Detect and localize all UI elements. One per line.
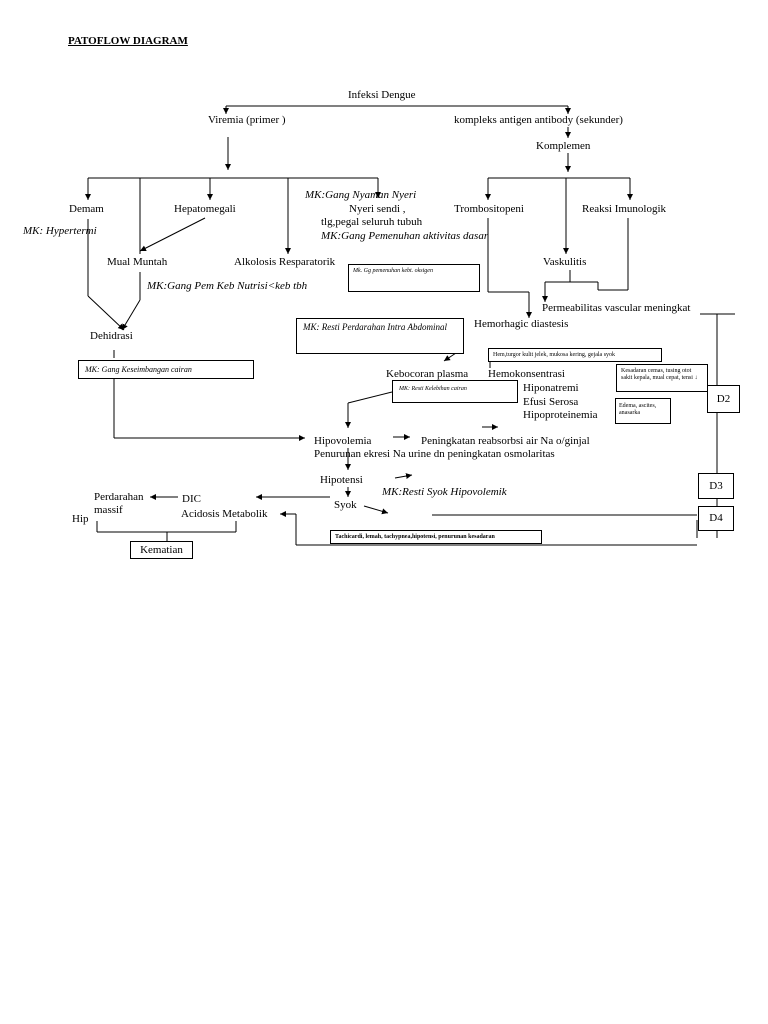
- mk-resti-kelebihan-cairan: MK: Resti Kelebihan cairan: [392, 380, 518, 403]
- node-viremia: Viremia (primer ): [208, 114, 286, 126]
- node-hiponatremi: Hiponatremi: [523, 382, 579, 394]
- day-d2: D2: [707, 385, 740, 413]
- node-kompleks-antigen: kompleks antigen antibody (sekunder): [454, 114, 623, 126]
- node-alkolosis: Alkolosis Resparatorik: [234, 256, 336, 268]
- page-title: PATOFLOW DIAGRAM: [68, 35, 188, 47]
- node-reaksi-imunologik: Reaksi Imunologik: [582, 203, 667, 215]
- node-hipovolemia: Hipovolemia: [314, 435, 372, 447]
- node-komplemen: Komplemen: [536, 140, 591, 152]
- mk-resti-syok: MK:Resti Syok Hipovolemik: [382, 486, 507, 498]
- node-nyeri-sendi: Nyeri sendi ,: [349, 203, 406, 215]
- node-permeabilitas: Permeabilitas vascular meningkat: [542, 302, 691, 314]
- node-demam: Demam: [69, 203, 104, 215]
- node-dic: DIC: [182, 493, 201, 505]
- mk-gang-pemenuhan-aktivitas: MK:Gang Pemenuhan aktivitas dasar: [321, 230, 489, 242]
- mk-gang-nyaman-nyeri: MK:Gang Nyaman Nyeri: [305, 189, 417, 201]
- node-acidosis-metabolik: Acidosis Metabolik: [181, 508, 268, 520]
- node-pegal: tlg,pegal seluruh tubuh: [321, 216, 423, 228]
- node-hip-fragment: Hip: [72, 513, 89, 525]
- day-d4: D4: [698, 506, 734, 531]
- node-hipoproteinemia: Hipoproteinemia: [523, 409, 598, 421]
- node-kematian: Kematian: [130, 541, 193, 559]
- node-mual-muntah: Mual Muntah: [107, 256, 168, 268]
- node-perdarahan: Perdarahan: [94, 491, 144, 503]
- mk-hypertermi: MK: Hypertermi: [23, 225, 97, 237]
- mk-gang-nutrisi: MK:Gang Pem Keb Nutrisi<keb tbh: [147, 280, 308, 292]
- note-hem-turgor: Hem,turgor kulit jelek, mukosa kering, g…: [488, 348, 662, 362]
- node-dehidrasi: Dehidrasi: [90, 330, 133, 342]
- node-syok: Syok: [334, 499, 357, 511]
- node-penurunan-ekresi: Penurunan ekresi Na urine dn peningkatan…: [314, 448, 555, 460]
- node-hemokonsentrasi: Hemokonsentrasi: [488, 368, 565, 380]
- note-kesadaran: Kesadaran cemas, tusing otot sakit kepal…: [616, 364, 708, 392]
- node-vaskulitis: Vaskulitis: [543, 256, 587, 268]
- mk-resti-perdarahan: MK: Resti Perdarahan Intra Abdominal: [296, 318, 464, 354]
- node-kebocoran-plasma: Kebocoran plasma: [386, 368, 469, 380]
- node-hipotensi: Hipotensi: [320, 474, 363, 486]
- node-infeksi-dengue: Infeksi Dengue: [348, 89, 416, 101]
- node-efusi-serosa: Efusi Serosa: [523, 396, 579, 408]
- node-massif: massif: [94, 504, 123, 516]
- note-edema: Edema, ascites, anasarka: [615, 398, 671, 424]
- day-d3: D3: [698, 473, 734, 499]
- node-trombositopeni: Trombositopeni: [454, 203, 524, 215]
- node-hepatomegali: Hepatomegali: [174, 203, 236, 215]
- node-hemorhagic: Hemorhagic diastesis: [474, 318, 569, 330]
- node-peningkatan-reabsorbsi: Peningkatan reabsorbsi air Na o/ginjal: [421, 435, 590, 447]
- mk-gang-keseimbangan-cairan: MK: Gang Keseimbangan cairan: [78, 360, 254, 379]
- mk-gg-pemenuhan-oksigen: Mk. Gg pemenuhan kebt. oksigen: [348, 264, 480, 292]
- note-tachicardi: Tachicardi, lemah, tachypnea,hipotensi, …: [330, 530, 542, 544]
